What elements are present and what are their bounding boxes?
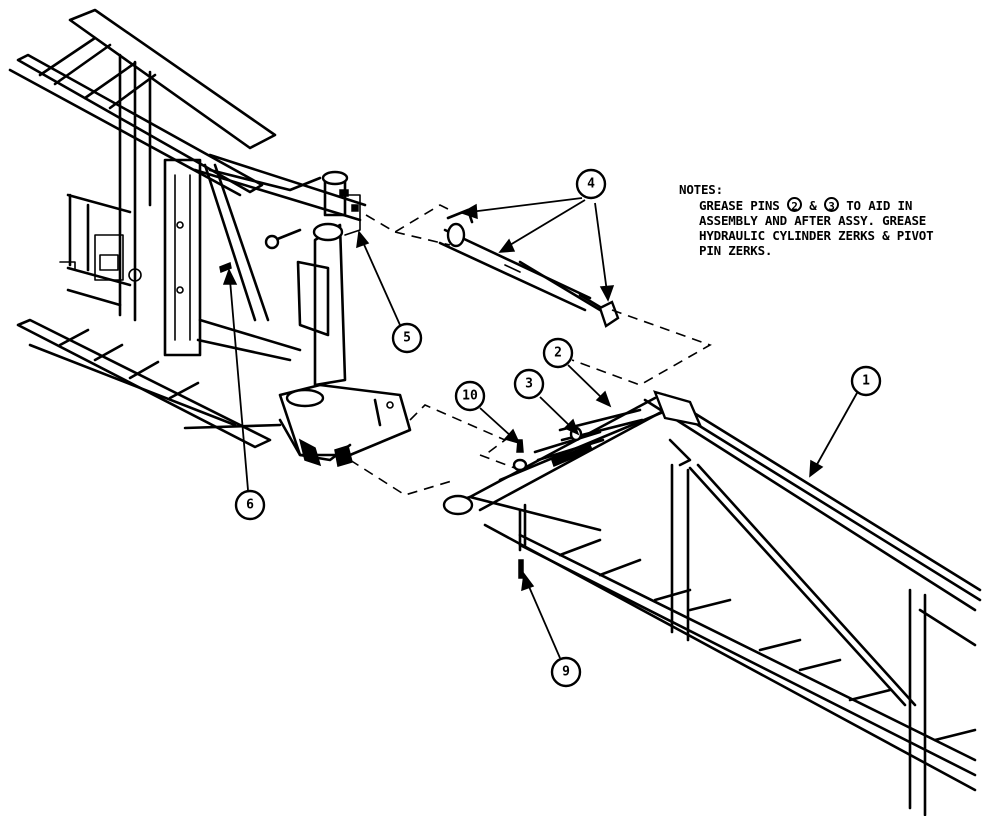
pivot-post xyxy=(219,170,412,467)
svg-text:9: 9 xyxy=(562,665,570,680)
notes-amp: & xyxy=(809,198,817,213)
hydraulic-cylinder xyxy=(438,208,620,328)
svg-text:6: 6 xyxy=(246,498,254,513)
carrier-frame xyxy=(8,8,367,449)
notes-line-1: GREASE PINS 2 & 3 TO AID IN xyxy=(679,197,989,213)
notes-line-2: ASSEMBLY AND AFTER ASSY. GREASE xyxy=(699,213,927,228)
svg-text:1: 1 xyxy=(862,374,870,389)
balloon-5: 5 xyxy=(391,322,423,354)
notes-text: TO AID IN xyxy=(846,198,913,213)
svg-text:4: 4 xyxy=(587,177,595,192)
notes-heading: NOTES: xyxy=(679,182,723,197)
balloon-9: 9 xyxy=(550,656,582,688)
note-ref-2: 2 xyxy=(786,197,802,213)
svg-text:2: 2 xyxy=(554,346,562,361)
balloon-6: 6 xyxy=(234,489,266,521)
boom-frame xyxy=(442,390,982,816)
leader-lines xyxy=(222,197,858,659)
balloon-10: 10 xyxy=(454,380,486,412)
svg-text:10: 10 xyxy=(462,389,478,404)
balloon-4: 4 xyxy=(575,168,607,200)
balloon-3: 3 xyxy=(513,368,545,400)
balloon-1: 1 xyxy=(850,365,882,397)
svg-text:3: 3 xyxy=(525,377,533,392)
notes-block: NOTES: GREASE PINS 2 & 3 TO AID IN ASSEM… xyxy=(679,182,989,258)
explode-lines xyxy=(349,204,712,496)
zerk-fitting xyxy=(518,559,524,579)
notes-line-4: PIN ZERKS. xyxy=(699,243,773,258)
notes-line-3: HYDRAULIC CYLINDER ZERKS & PIVOT xyxy=(699,228,934,243)
svg-text:5: 5 xyxy=(403,331,411,346)
note-ref-3: 3 xyxy=(823,197,839,213)
notes-text: GREASE PINS xyxy=(699,198,780,213)
balloon-2: 2 xyxy=(542,337,574,369)
